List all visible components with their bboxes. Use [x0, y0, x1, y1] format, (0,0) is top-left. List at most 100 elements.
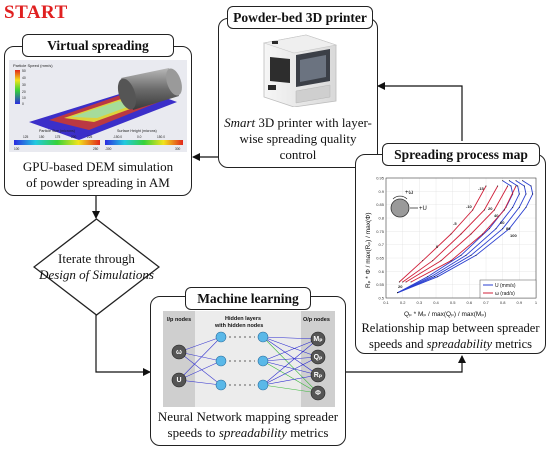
series-point — [502, 228, 504, 230]
series-point — [522, 180, 524, 182]
series-point — [472, 209, 474, 211]
series-point — [512, 206, 514, 208]
series-point — [530, 185, 532, 187]
map-ylabel: Rₚ * Φ / max(Rₚ) / max(Φ) — [365, 212, 372, 288]
series-point — [488, 228, 490, 230]
series-point — [460, 233, 462, 235]
series-point — [497, 185, 499, 187]
virtual-spreading-caption: GPU-based DEM simulation of powder sprea… — [22, 159, 174, 190]
plot-frame — [385, 177, 537, 299]
input-node — [171, 372, 187, 388]
nn-edge — [178, 360, 222, 381]
svg-text:40: 40 — [22, 76, 26, 80]
svg-text:20: 20 — [488, 206, 493, 211]
y-tick-label: 0.85 — [376, 202, 385, 207]
nn-edge — [262, 338, 319, 362]
hidden-nodes-header: with hidden nodes — [214, 323, 263, 329]
output-nodes-header: O/p nodes — [303, 317, 330, 323]
y-tick-label: 0.9 — [378, 189, 384, 194]
series-point — [475, 254, 477, 256]
x-tick-label: 0.2 — [400, 300, 406, 305]
output-rp-label: Rₚ — [314, 372, 322, 379]
hidden-node — [215, 355, 227, 367]
ml-title: Machine learning — [185, 287, 311, 310]
series-point — [398, 281, 400, 283]
ml-caption: Neural Network mapping spreader speeds t… — [157, 409, 339, 440]
size-colorbar — [14, 140, 100, 145]
svg-text:150: 150 — [39, 135, 45, 139]
hidden-node — [257, 355, 269, 367]
series-line-2 — [397, 180, 527, 294]
svg-text:80: 80 — [506, 226, 511, 231]
output-phi-label: Φ — [315, 390, 321, 397]
svg-text:300: 300 — [175, 147, 181, 151]
y-tick-label: 0.5 — [378, 296, 384, 301]
series-point — [460, 254, 462, 256]
series-point — [470, 254, 472, 256]
svg-text:-5: -5 — [453, 221, 457, 226]
series-point — [525, 206, 527, 208]
svg-text:50: 50 — [22, 69, 26, 73]
speed-colorbar — [15, 70, 20, 104]
virtual-spreading-title: Virtual spreading — [22, 34, 174, 57]
decision-text: Iterate through Design of Simulations — [39, 251, 154, 282]
decision-diamond — [33, 218, 160, 316]
start-label: START — [4, 2, 68, 23]
svg-text:-10: -10 — [466, 204, 473, 209]
arrow-decision-to-ml — [95, 315, 151, 376]
svg-text:20: 20 — [22, 90, 26, 94]
series-point — [397, 292, 399, 294]
series-point — [518, 206, 520, 208]
svg-text:225: 225 — [87, 135, 93, 139]
series-point — [482, 233, 484, 235]
series-point — [485, 185, 487, 187]
nn-edge — [262, 360, 319, 394]
series-point — [427, 276, 429, 278]
output-node — [310, 367, 326, 383]
svg-text:-15: -15 — [478, 186, 485, 191]
map-xlabel: Qₚ * Mₚ / max(Qₚ) / max(Mₚ) — [404, 311, 486, 318]
svg-text:10: 10 — [22, 96, 26, 100]
input-node — [171, 344, 187, 360]
svg-text:30: 30 — [22, 83, 26, 87]
nn-edge — [262, 360, 319, 376]
nn-edge — [262, 356, 319, 386]
nn-edge — [262, 338, 319, 386]
svg-text:0: 0 — [22, 102, 24, 106]
height-colorbar — [105, 140, 183, 145]
svg-text:-150.0: -150.0 — [113, 135, 122, 139]
series-point — [495, 228, 497, 230]
legend-u: U (mm/s) — [495, 283, 516, 289]
series-point — [518, 193, 520, 195]
series-point — [508, 228, 510, 230]
surface-height-label: Surface Height (microns) — [117, 129, 157, 133]
series-point — [502, 180, 504, 182]
svg-text:60: 60 — [500, 220, 505, 225]
series-point — [515, 185, 517, 187]
dem-simulation-image: Particle Speed (mm/s) 50 40 30 20 10 0 P… — [9, 60, 187, 152]
nn-edge — [178, 336, 222, 353]
x-tick-label: 1 — [535, 300, 538, 305]
inset-u-label: +U — [419, 206, 427, 212]
series-point — [507, 185, 509, 187]
printer-image — [262, 34, 338, 107]
series-line-3 — [397, 180, 534, 294]
svg-text:0: 0 — [436, 244, 439, 249]
series-point — [508, 180, 510, 182]
hidden-node — [257, 379, 269, 391]
y-tick-label: 0.65 — [376, 256, 385, 261]
nn-edge — [262, 336, 319, 394]
series-point — [440, 260, 442, 262]
legend-omega: ω (rad/s) — [495, 291, 515, 297]
hidden-node — [257, 331, 269, 343]
series-point — [422, 260, 424, 262]
series-point — [432, 260, 434, 262]
series-point — [410, 281, 412, 283]
svg-text:40: 40 — [494, 213, 499, 218]
series-point — [437, 276, 439, 278]
hidden-node — [215, 331, 227, 343]
nn-edge — [178, 336, 222, 381]
y-tick-label: 0.95 — [376, 176, 385, 181]
series-point — [450, 260, 452, 262]
